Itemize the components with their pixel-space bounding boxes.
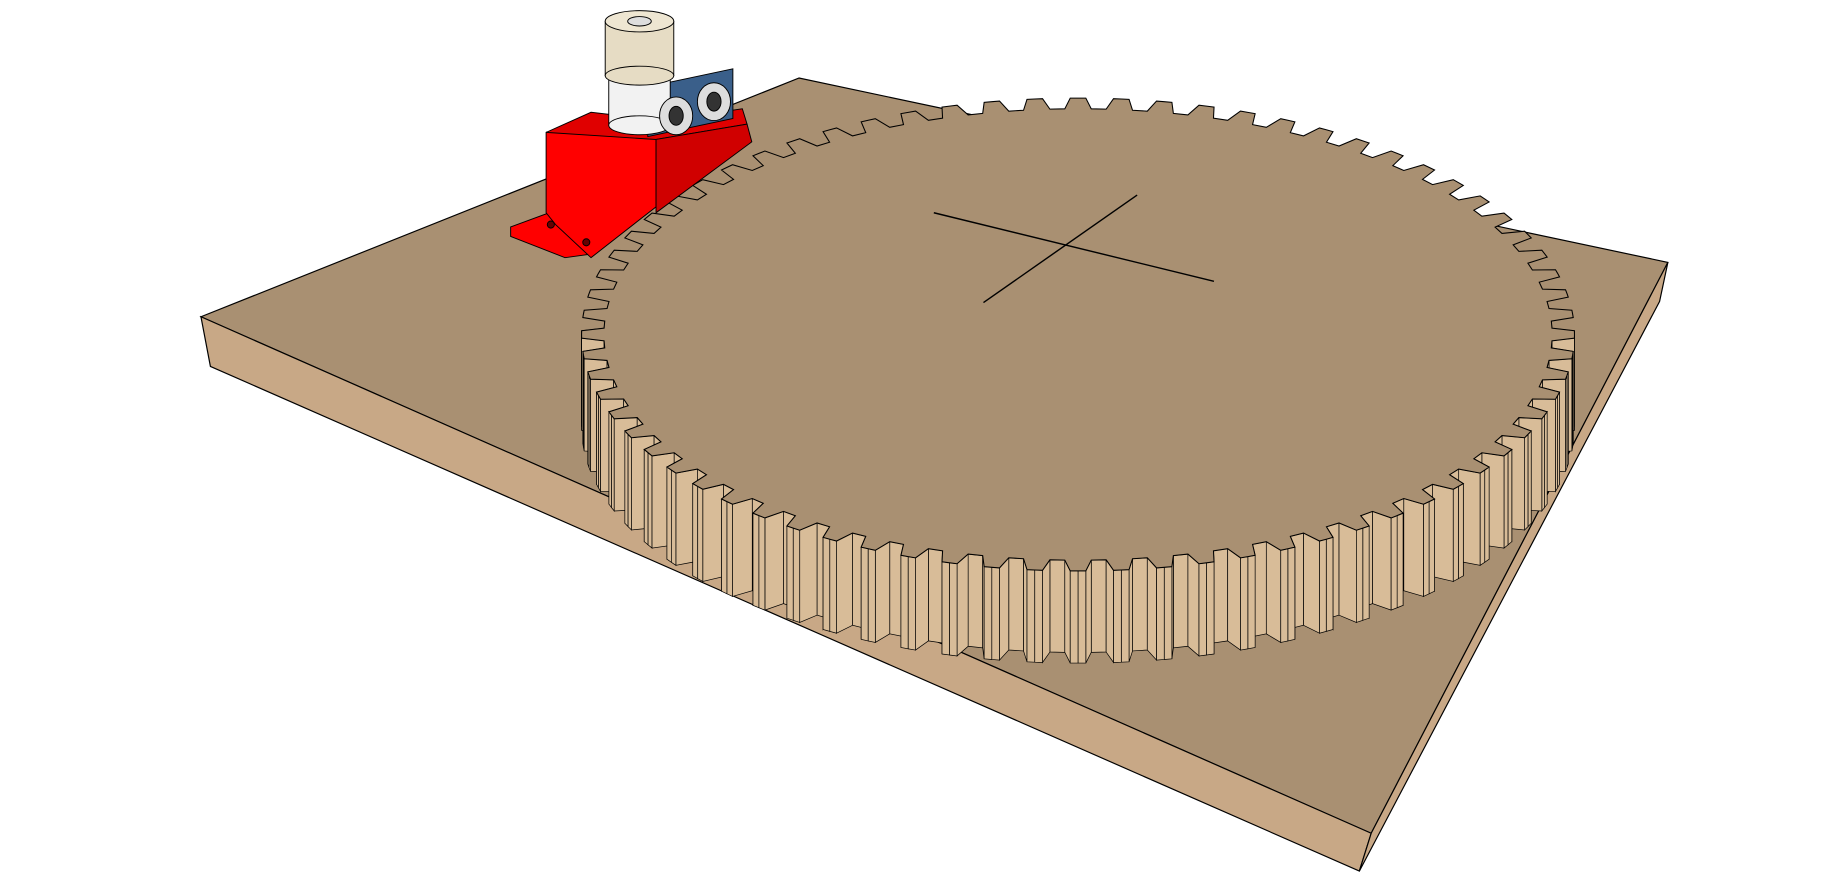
gear-tooth-face	[1008, 557, 1024, 652]
gear-tooth-face	[692, 482, 699, 580]
gear-tooth-face	[627, 433, 632, 531]
gear-tooth-face	[928, 548, 943, 644]
gear-tooth-face	[956, 553, 969, 657]
gear-tooth-face	[666, 466, 672, 563]
gear-tooth-face	[860, 546, 869, 642]
gear-tooth-face	[1457, 482, 1464, 580]
gear-tooth-face	[1423, 501, 1430, 597]
gear-tooth-face	[1541, 414, 1545, 513]
gear-tooth-face	[1163, 566, 1173, 660]
gear-tooth-face	[1428, 498, 1435, 595]
gear-tooth-face	[941, 561, 950, 656]
gear-tooth-face	[991, 566, 1000, 661]
gear-tooth-face	[1042, 558, 1051, 664]
gear-tooth-face	[1403, 498, 1424, 597]
gear-tooth-face	[1173, 553, 1189, 649]
gear-tooth-face	[1113, 569, 1122, 663]
gear-tooth-face	[1372, 510, 1392, 611]
gear-tooth-face	[1287, 546, 1296, 642]
gear-tooth-face	[702, 483, 724, 582]
gear-tooth-face	[874, 541, 891, 644]
gear-tooth-face	[967, 553, 984, 649]
gear-tooth-face	[624, 430, 629, 528]
gear-top-face	[581, 97, 1576, 572]
gear-tooth-face	[799, 522, 818, 623]
gear-tooth-face	[915, 548, 929, 651]
gear-tooth-face	[949, 562, 958, 657]
gear-tooth-face	[792, 527, 801, 623]
gear-tooth-face	[1319, 538, 1327, 634]
gear-tooth-face	[608, 410, 612, 509]
gear-tooth-face	[1146, 556, 1157, 662]
gear-tooth-face	[1085, 559, 1092, 664]
gear-tooth-face	[1132, 557, 1148, 652]
gear-tooth-face	[1356, 527, 1364, 623]
board-right	[1358, 262, 1669, 872]
gear-tooth-face	[1452, 485, 1459, 583]
gear-tooth-face	[1390, 515, 1398, 611]
gear-tooth-face	[1484, 466, 1490, 563]
gear-tooth-face	[1023, 558, 1028, 662]
gear-tooth-face	[1524, 433, 1529, 531]
gear-tooth-face	[1432, 483, 1454, 582]
gear-tooth-face	[1213, 548, 1229, 644]
gear-tooth-face	[1265, 541, 1282, 644]
gear-tooth-face	[697, 485, 704, 583]
gear-tooth-face	[1206, 561, 1215, 656]
cross-mark	[933, 194, 1215, 304]
gear-tooth-face	[1503, 451, 1509, 549]
gear-tooth-face	[1544, 410, 1548, 509]
gear-tooth-face	[670, 469, 677, 566]
gear-tooth-face	[721, 498, 728, 595]
gear-tooth-face	[1049, 559, 1066, 653]
gear-tooth-face	[836, 532, 853, 634]
gear-tooth-face	[999, 556, 1010, 662]
gear-tooth-face	[822, 536, 831, 632]
gear-tooth-face	[732, 498, 753, 597]
gear-tooth-face	[1105, 558, 1114, 664]
gear-tooth-face	[1527, 430, 1532, 528]
gear-tooth-face	[1077, 570, 1087, 664]
gear-tooth-face	[983, 566, 993, 660]
gear-tooth-face	[867, 548, 876, 643]
gear-tooth-face	[1396, 512, 1404, 609]
gear-tooth-face	[1064, 559, 1071, 664]
gear-tooth-face	[1479, 469, 1486, 566]
gear-tooth-face	[1128, 558, 1133, 662]
bracket-side	[655, 123, 753, 214]
gear-tooth-face	[1227, 548, 1241, 651]
gear-tooth-face	[1120, 569, 1130, 663]
gear-tooth-face	[1069, 570, 1079, 664]
sensor-bracket	[510, 10, 753, 259]
gear-tooth-face	[758, 515, 766, 611]
gear-tooth-face	[1507, 448, 1513, 546]
gear-tooth-face	[786, 525, 794, 621]
gear-tooth-face	[764, 510, 784, 611]
gear-tooth-face	[829, 538, 837, 634]
gear-tooth-face	[907, 556, 916, 651]
gear-tooth-face	[752, 512, 760, 609]
gear-tooth-face	[1034, 569, 1043, 663]
gear-tooth-face	[1156, 566, 1165, 661]
gear-tooth-face	[1187, 553, 1200, 657]
gear-tooth-face	[1090, 559, 1107, 653]
gear-tooth-face	[900, 554, 909, 650]
gear-tooth-face	[647, 451, 653, 549]
gear-tooth-face	[726, 501, 733, 597]
gear-tooth-face	[1280, 548, 1289, 643]
gear-tooth-face	[1338, 522, 1357, 623]
gear	[581, 97, 1576, 664]
gear-tooth-face	[1198, 562, 1207, 657]
gear-tooth-face	[1240, 556, 1249, 651]
gear-tooth-face	[1325, 536, 1334, 632]
gear-tooth-face	[611, 414, 615, 513]
gear-tooth-face	[1026, 569, 1036, 663]
gear-tooth-face	[1362, 525, 1370, 621]
gear-tooth-face	[643, 448, 649, 546]
gear-tooth-face	[1247, 554, 1256, 650]
gear-tooth-face	[1303, 532, 1320, 634]
